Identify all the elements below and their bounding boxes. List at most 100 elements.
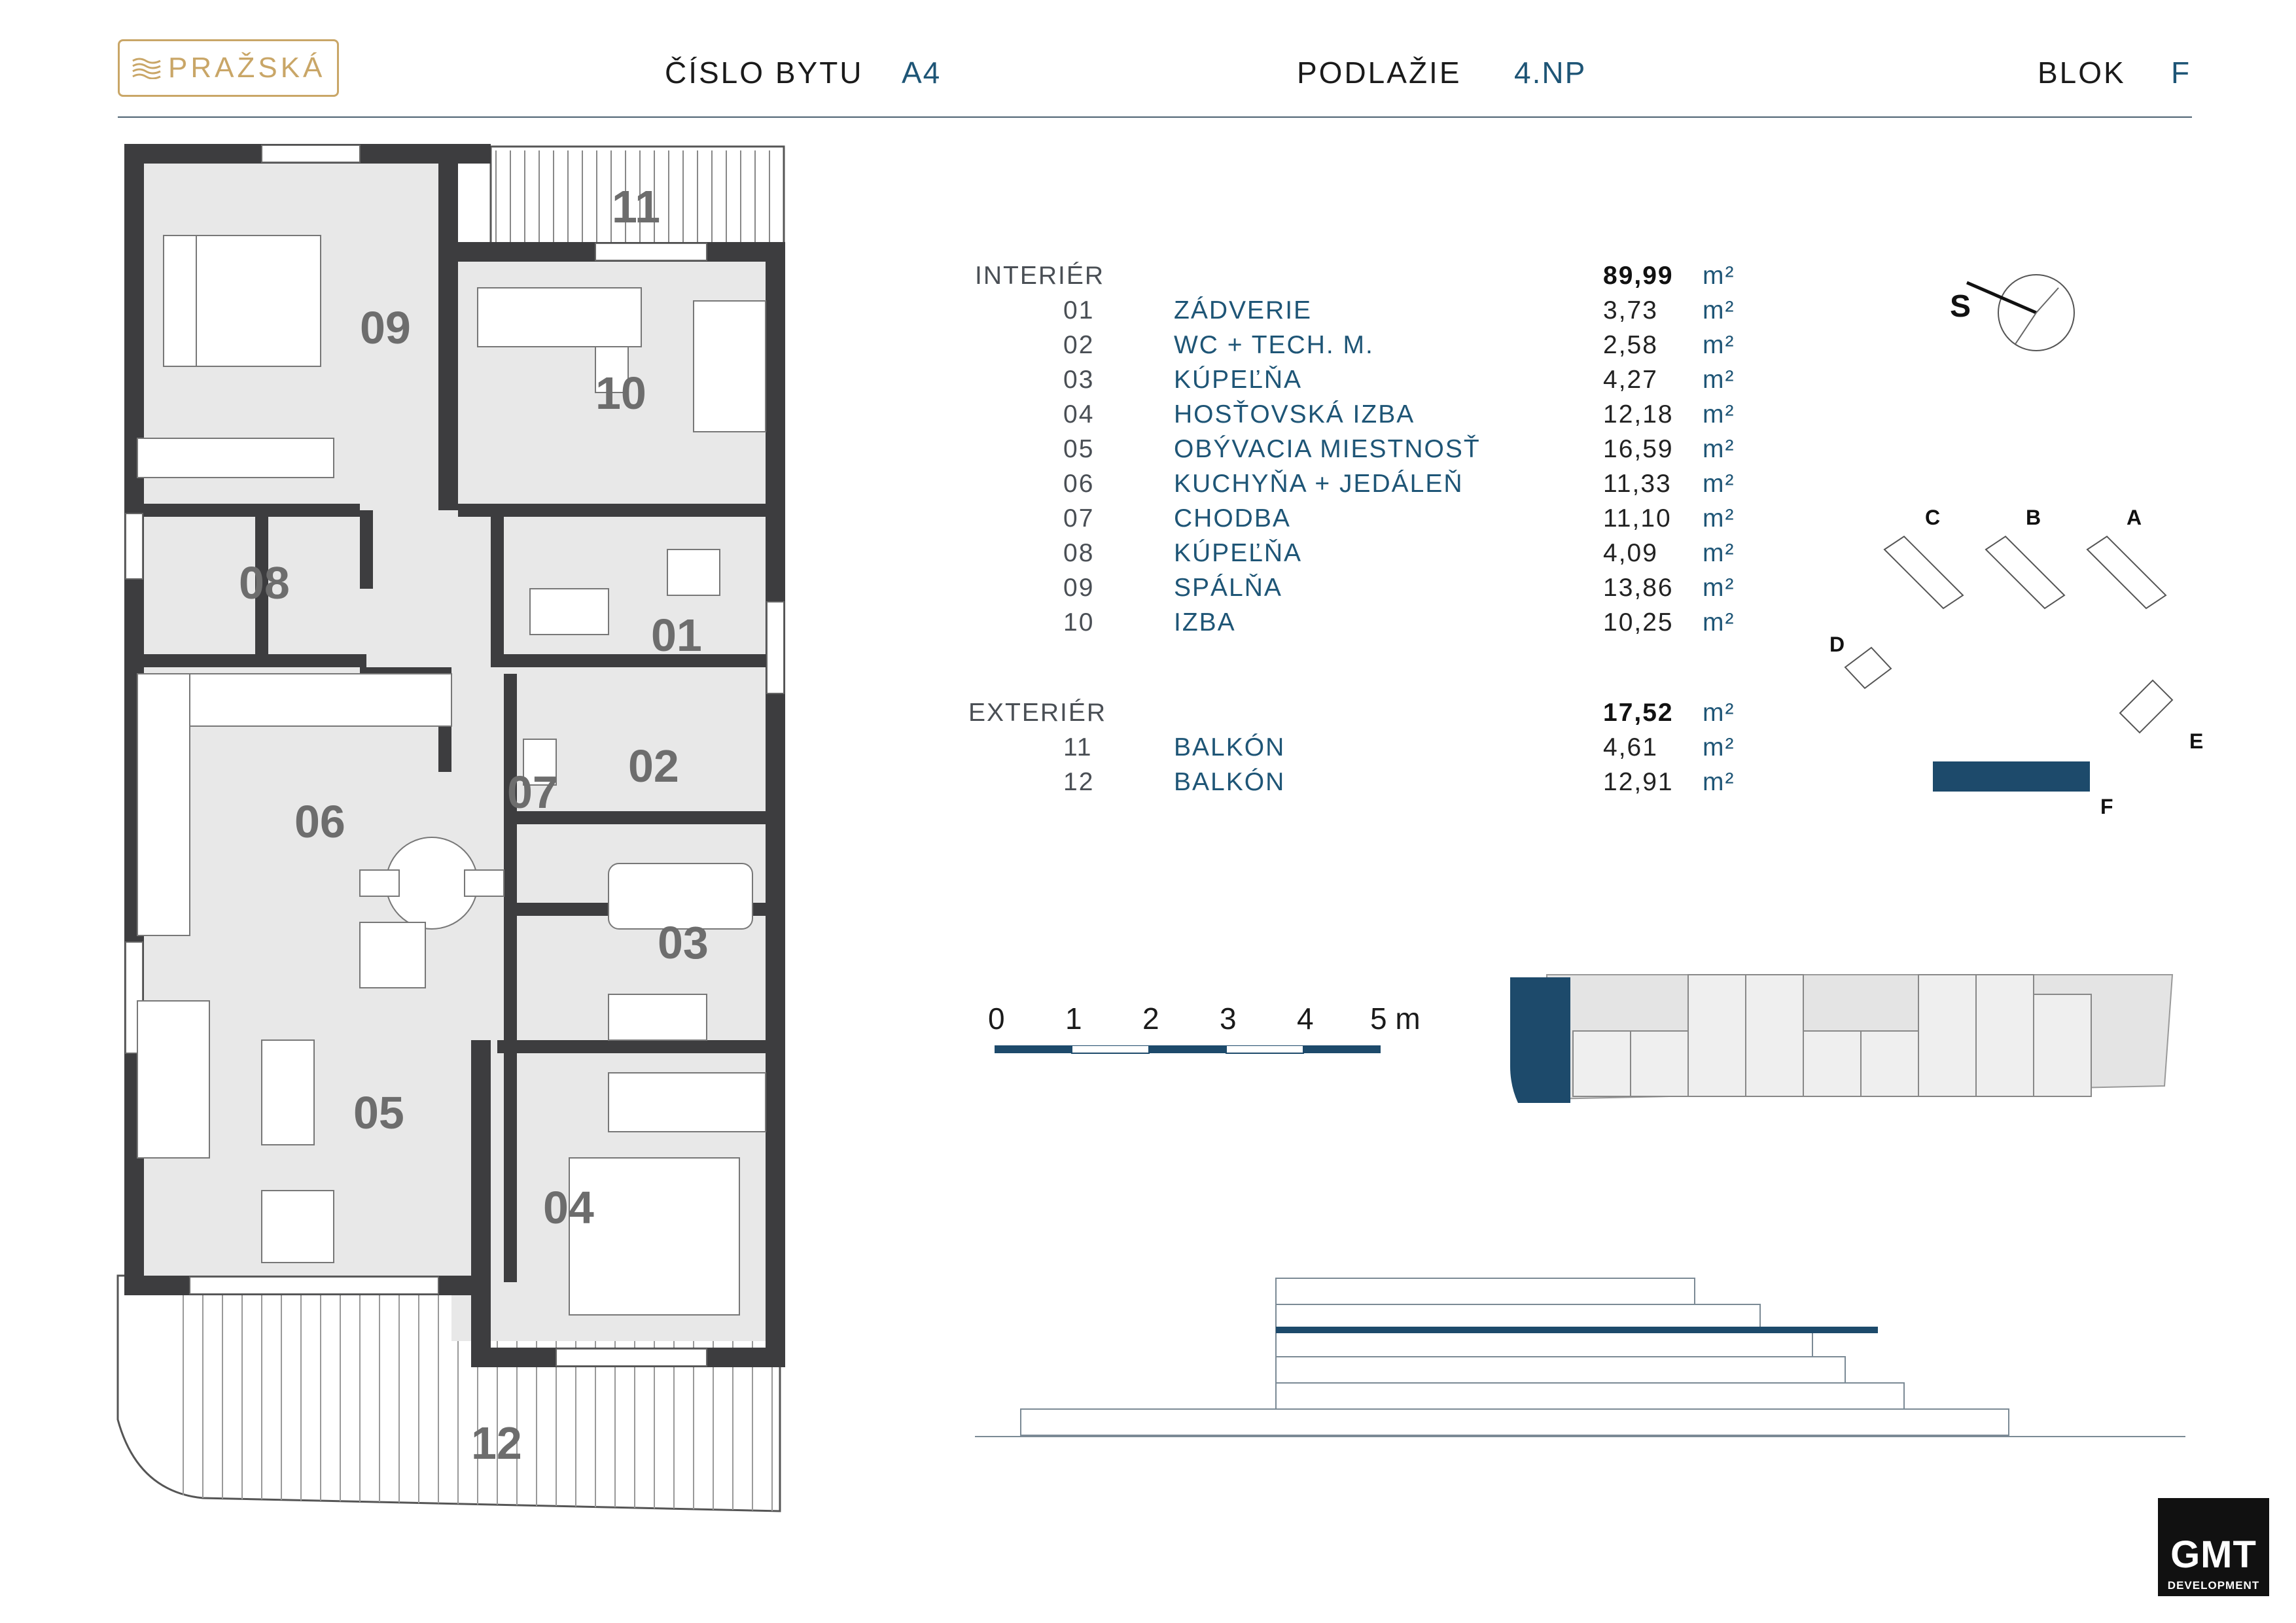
room-name: HOSŤOVSKÁ IZBA xyxy=(1174,400,1415,428)
room-number: 03 xyxy=(1063,366,1095,394)
room-area: 12,18 xyxy=(1603,400,1674,428)
room-label-08: 08 xyxy=(239,557,290,608)
room-name: IZBA xyxy=(1174,608,1236,637)
area-row: 01 ZÁDVERIE 3,73 m² xyxy=(975,296,1760,329)
scale-label-4: 4 xyxy=(1297,1002,1314,1036)
room-number: 02 xyxy=(1063,331,1095,359)
site-label-f: F xyxy=(2100,795,2113,818)
room-area: 16,59 xyxy=(1603,435,1674,463)
room-label-11: 11 xyxy=(612,181,660,232)
room-area-unit: m² xyxy=(1703,574,1735,602)
room-number: 10 xyxy=(1063,608,1095,637)
room-area: 4,09 xyxy=(1603,539,1658,567)
area-row: 07 CHODBA 11,10 m² xyxy=(975,504,1760,537)
room-number: 12 xyxy=(1063,768,1095,796)
area-row: 02 WC + TECH. M. 2,58 m² xyxy=(975,331,1760,364)
room-name: ZÁDVERIE xyxy=(1174,296,1313,324)
logo-waves-icon xyxy=(132,58,161,79)
room-area: 3,73 xyxy=(1603,296,1658,324)
room-number: 11 xyxy=(1063,733,1093,761)
room-area-unit: m² xyxy=(1703,435,1735,463)
interior-total: 89,99 xyxy=(1603,262,1674,290)
area-row: 08 KÚPEĽŇA 4,09 m² xyxy=(975,539,1760,572)
walls xyxy=(124,144,785,1367)
area-table: INTERIÉR 89,99 m² 01 ZÁDVERIE 3,73 m² 02… xyxy=(968,262,1760,801)
site-label-c: C xyxy=(1925,506,1940,529)
interior-unit: m² xyxy=(1703,262,1735,290)
area-row: 03 KÚPEĽŇA 4,27 m² xyxy=(975,366,1760,398)
room-label-10: 10 xyxy=(595,368,646,419)
room-number: 01 xyxy=(1063,296,1095,324)
room-name: KÚPEĽŇA xyxy=(1174,539,1303,567)
floor-plan: 01 02 03 04 05 06 07 08 09 10 11 12 xyxy=(116,144,785,1512)
room-area-unit: m² xyxy=(1703,768,1735,796)
building-floor-key xyxy=(1510,974,2174,1103)
room-label-03: 03 xyxy=(658,917,709,968)
building-section xyxy=(975,1278,2185,1437)
room-label-09: 09 xyxy=(360,302,411,353)
room-area: 12,91 xyxy=(1603,768,1674,796)
exterior-label: EXTERIÉR xyxy=(968,699,1107,727)
developer-logo: GMT DEVELOPMENT xyxy=(2158,1498,2269,1596)
scale-label-2: 2 xyxy=(1142,1002,1159,1036)
block-label: BLOK xyxy=(2038,56,2126,90)
balcony-11-area xyxy=(489,145,785,259)
room-area-unit: m² xyxy=(1703,733,1735,761)
room-number: 04 xyxy=(1063,400,1095,428)
room-number: 06 xyxy=(1063,470,1095,498)
area-row: 05 OBÝVACIA MIESTNOSŤ 16,59 m² xyxy=(975,435,1760,468)
interior-label: INTERIÉR xyxy=(975,262,1105,290)
site-block-e xyxy=(2119,679,2174,734)
area-row: 12 BALKÓN 12,91 m² xyxy=(975,768,1760,801)
room-area: 13,86 xyxy=(1603,574,1674,602)
site-map: C B A D E F xyxy=(1829,506,2203,818)
room-area-unit: m² xyxy=(1703,296,1735,324)
room-name: CHODBA xyxy=(1174,504,1291,532)
room-area-unit: m² xyxy=(1703,470,1735,498)
room-area: 11,33 xyxy=(1603,470,1672,498)
current-unit-highlight xyxy=(1510,977,1570,1103)
area-row: 11 BALKÓN 4,61 m² xyxy=(975,733,1760,766)
room-label-05: 05 xyxy=(353,1087,404,1138)
room-label-12: 12 xyxy=(471,1418,522,1469)
floor-label: PODLAŽIE xyxy=(1297,56,1462,90)
site-label-b: B xyxy=(2026,506,2041,529)
room-number: 09 xyxy=(1063,574,1095,602)
windows xyxy=(125,145,785,1367)
room-name: KUCHYŇA + JEDÁLEŇ xyxy=(1174,470,1464,498)
header-divider xyxy=(118,116,2192,118)
scale-bar xyxy=(995,1045,1381,1054)
room-name: BALKÓN xyxy=(1174,768,1286,796)
room-area: 4,27 xyxy=(1603,366,1658,394)
floor-value: 4.NP xyxy=(1514,56,1587,90)
room-name: WC + TECH. M. xyxy=(1174,331,1374,359)
scale-label-0: 0 xyxy=(988,1002,1005,1036)
room-area: 2,58 xyxy=(1603,331,1658,359)
scale-label-5: 5 m xyxy=(1370,1002,1421,1036)
area-row: 04 HOSŤOVSKÁ IZBA 12,18 m² xyxy=(975,400,1760,433)
exterior-total: 17,52 xyxy=(1603,699,1674,727)
developer-sub: DEVELOPMENT xyxy=(2167,1579,2260,1592)
compass-label: S xyxy=(1950,289,1971,324)
site-block-d xyxy=(1844,646,1892,689)
area-row: 10 IZBA 10,25 m² xyxy=(975,608,1760,641)
room-area-unit: m² xyxy=(1703,331,1735,359)
room-area: 4,61 xyxy=(1603,733,1658,761)
brand-logo: PRAŽSKÁ xyxy=(118,39,339,97)
room-label-02: 02 xyxy=(628,741,679,792)
block-value: F xyxy=(2171,56,2191,90)
room-area-unit: m² xyxy=(1703,539,1735,567)
scale-label-3: 3 xyxy=(1220,1002,1237,1036)
room-name: BALKÓN xyxy=(1174,733,1286,761)
room-number: 07 xyxy=(1063,504,1095,532)
room-label-01: 01 xyxy=(651,610,702,661)
room-label-06: 06 xyxy=(294,796,345,847)
logo-text: PRAŽSKÁ xyxy=(168,52,326,84)
site-block-a xyxy=(2086,535,2167,610)
site-label-a: A xyxy=(2127,506,2142,529)
room-area: 11,10 xyxy=(1603,504,1672,532)
furniture xyxy=(137,235,766,1316)
room-label-07: 07 xyxy=(507,767,558,818)
room-number: 08 xyxy=(1063,539,1095,567)
compass-icon: S xyxy=(1950,274,2075,351)
